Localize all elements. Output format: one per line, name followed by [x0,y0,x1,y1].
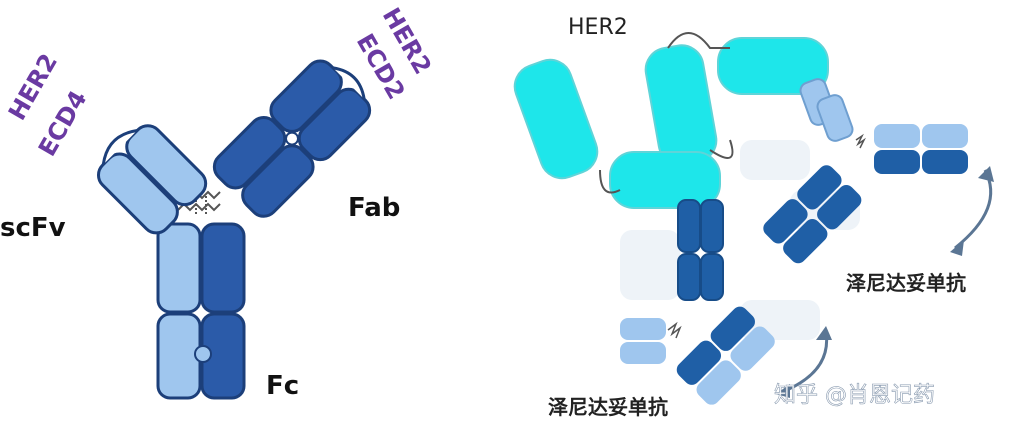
drug-label-right: 泽尼达妥单抗 [846,271,966,295]
fc-domain [156,222,246,400]
her2-linker [667,32,730,49]
bound-antibody-fc [677,199,724,301]
scfv-arm [96,124,208,235]
her2-label: HER2 [568,15,628,40]
watermark-text: 知乎 @肖恩记药 [774,383,935,408]
her2-linker-2 [709,139,734,159]
flex-arrow-right [950,166,994,256]
upper-right-antibody [763,78,968,264]
her2-receptor [513,37,829,209]
fab-arm [212,59,372,218]
fc-label: Fc [266,371,299,401]
drug-label-bottom: 泽尼达妥单抗 [548,395,668,419]
fab-label: Fab [348,193,400,223]
scfv-label: scFv [0,213,66,243]
left-antibody-schematic: HER2 ECD4 HER2 ECD2 scFv Fab Fc [0,3,437,401]
her2-linker-3 [599,169,621,194]
right-binding-illustration: HER2 [513,15,994,419]
lower-antibody [620,306,775,405]
flex-arrow-bottom [776,326,832,398]
